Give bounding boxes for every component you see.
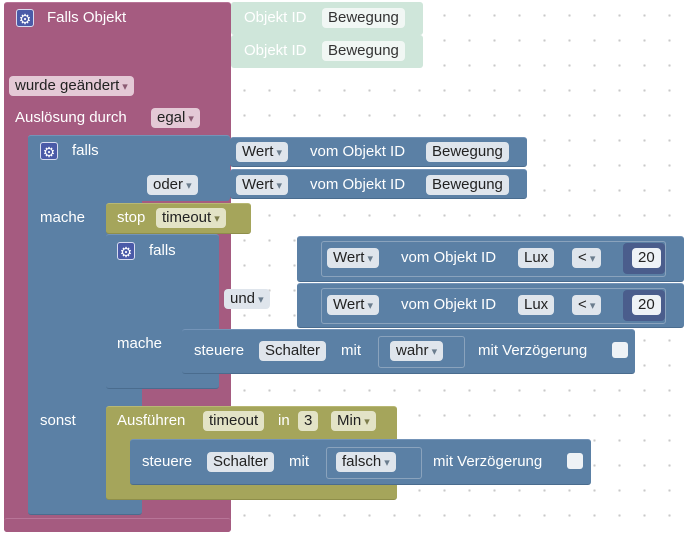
run-label: Ausführen	[117, 412, 186, 429]
change-mode-dropdown[interactable]: wurde geändert	[9, 76, 134, 96]
delay-label: mit Verzögerung	[478, 342, 588, 359]
object-id-field[interactable]: Bewegung	[426, 175, 509, 195]
value-dropdown[interactable]: Wert	[236, 142, 288, 162]
object-id-value-2[interactable]: Bewegung	[322, 41, 405, 61]
from-object-label: vom Objekt ID	[310, 176, 406, 193]
delay-checkbox[interactable]	[567, 453, 583, 469]
value-dropdown[interactable]: Wert	[327, 248, 379, 268]
falls-label: falls	[72, 142, 99, 159]
object-id-field[interactable]: Bewegung	[426, 142, 509, 162]
control-value-dropdown[interactable]: falsch	[336, 452, 396, 472]
compare-socket-1	[321, 241, 666, 277]
steuere-label: steuere	[194, 342, 245, 359]
inner-mache-label: mache	[117, 335, 163, 352]
mit-label: mit	[289, 453, 309, 470]
timer-dropdown[interactable]: timeout	[156, 208, 226, 228]
object-id-label-1: Objekt ID	[244, 9, 307, 26]
sonst-label: sonst	[40, 412, 76, 429]
control-value-socket	[378, 336, 465, 368]
control-target-field[interactable]: Schalter	[259, 341, 327, 361]
trigger-title: Falls Objekt	[47, 9, 127, 26]
control-value-socket	[326, 447, 422, 479]
trigger-by-dropdown[interactable]: egal	[151, 108, 200, 128]
compare-socket-2	[321, 288, 666, 324]
timeout-amount-field[interactable]: 3	[298, 411, 319, 431]
gear-icon[interactable]: ⚙	[16, 9, 34, 27]
und-dropdown[interactable]: und	[224, 289, 270, 309]
object-id-field[interactable]: Lux	[518, 295, 555, 315]
timeout-unit-dropdown[interactable]: Min	[331, 411, 376, 431]
operator-dropdown[interactable]: <	[572, 295, 602, 315]
inner-falls-label: falls	[149, 242, 176, 259]
from-object-label: vom Objekt ID	[401, 249, 497, 266]
in-label: in	[278, 412, 290, 429]
number-field[interactable]: 20	[632, 248, 661, 268]
mache-label: mache	[40, 209, 86, 226]
stop-label: stop	[117, 209, 146, 226]
object-id-value-1[interactable]: Bewegung	[322, 8, 405, 28]
value-dropdown[interactable]: Wert	[327, 295, 379, 315]
control-target-field[interactable]: Schalter	[207, 452, 275, 472]
mit-label: mit	[341, 342, 361, 359]
trigger-block-bottom	[4, 518, 231, 532]
from-object-label: vom Objekt ID	[401, 296, 497, 313]
delay-checkbox[interactable]	[612, 342, 628, 358]
operator-dropdown[interactable]: <	[572, 248, 602, 268]
delay-label: mit Verzögerung	[433, 453, 543, 470]
from-object-label: vom Objekt ID	[310, 143, 406, 160]
gear-icon[interactable]: ⚙	[117, 242, 135, 260]
timeout-name-field[interactable]: timeout	[203, 411, 265, 431]
value-dropdown[interactable]: Wert	[236, 175, 288, 195]
gear-icon[interactable]: ⚙	[40, 142, 58, 160]
control-value-dropdown[interactable]: wahr	[390, 341, 444, 361]
steuere-label: steuere	[142, 453, 193, 470]
oder-dropdown[interactable]: oder	[147, 175, 198, 195]
object-id-field[interactable]: Lux	[518, 248, 555, 268]
object-id-label-2: Objekt ID	[244, 42, 307, 59]
trigger-by-label: Auslösung durch	[15, 109, 127, 126]
if-else-header	[28, 135, 230, 201]
number-field[interactable]: 20	[632, 295, 661, 315]
